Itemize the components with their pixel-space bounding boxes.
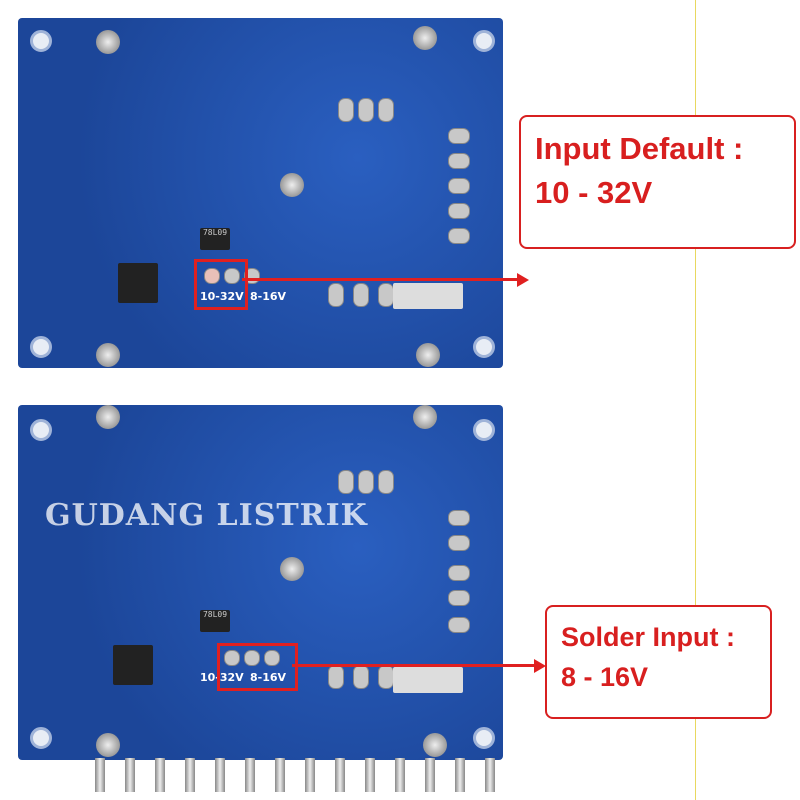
arrow-line (292, 664, 534, 667)
pcb-board-bottom: 78L09 10-32V 8-16V (18, 405, 503, 760)
silk-label-8-16v: 8-16V (250, 671, 287, 684)
callout-bottom-value: 8 - 16V (561, 662, 649, 692)
callout-top: Input Default : 10 - 32V (519, 115, 796, 249)
mount-hole (473, 30, 495, 52)
arrow-line (242, 278, 517, 281)
callout-bottom-title: Solder Input : (561, 622, 735, 652)
screw (416, 343, 440, 367)
screw (280, 557, 304, 581)
pcb-board-top: 78L09 10-32V 8-16V (18, 18, 503, 368)
callout-top-value: 10 - 32V (535, 175, 653, 210)
ic-chip (118, 263, 158, 303)
ic-chip (113, 645, 153, 685)
screw (280, 173, 304, 197)
regulator-chip: 78L09 (200, 610, 230, 632)
mount-hole (473, 336, 495, 358)
screw (96, 30, 120, 54)
mount-hole (30, 727, 52, 749)
regulator-chip: 78L09 (200, 228, 230, 250)
watermark-logo: GUDANG LISTRIK (45, 498, 368, 533)
mount-hole (473, 419, 495, 441)
highlight-box (194, 259, 248, 310)
screw (96, 343, 120, 367)
callout-bottom: Solder Input : 8 - 16V (545, 605, 772, 719)
silk-label-10-32v: 10-32V (200, 290, 244, 303)
screw (96, 405, 120, 429)
arrow-head (534, 659, 546, 673)
screw (413, 405, 437, 429)
header-pins (95, 758, 495, 792)
guide-line (695, 0, 696, 800)
silk-label-10-32v: 10-32V (200, 671, 244, 684)
screw (96, 733, 120, 757)
highlight-box (217, 643, 298, 691)
mount-hole (30, 30, 52, 52)
screw (413, 26, 437, 50)
callout-top-title: Input Default : (535, 131, 744, 166)
silk-label-8-16v: 8-16V (250, 290, 287, 303)
screw (423, 733, 447, 757)
arrow-head (517, 273, 529, 287)
mount-hole (30, 419, 52, 441)
mount-hole (473, 727, 495, 749)
mount-hole (30, 336, 52, 358)
